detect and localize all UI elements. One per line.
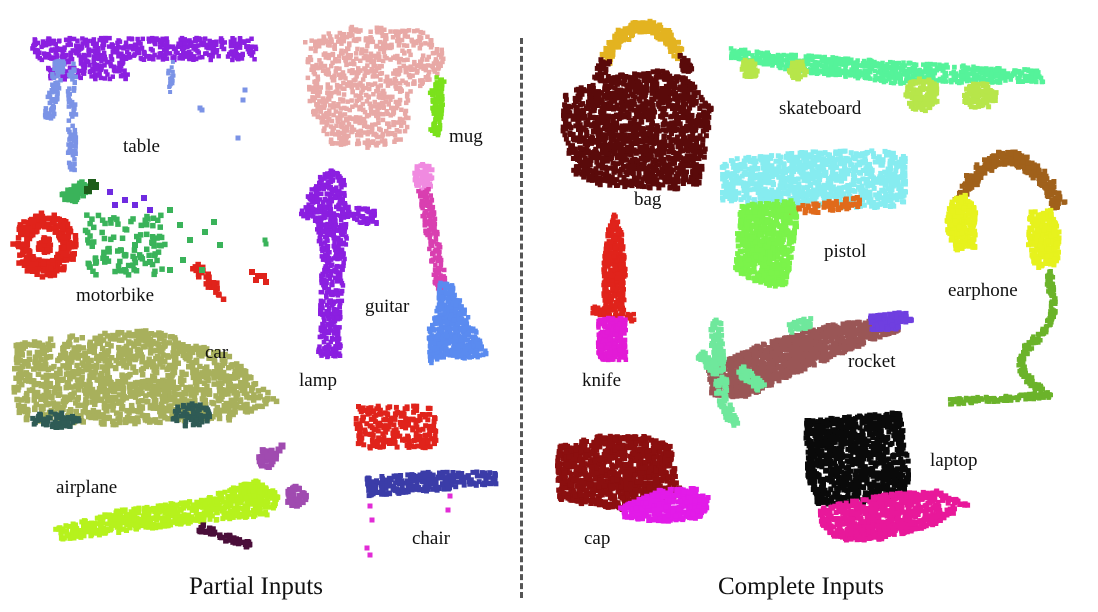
label-pistol: pistol (824, 241, 867, 262)
earphone-point-cloud (944, 149, 1068, 407)
chair-point-cloud (353, 403, 499, 558)
mug-point-cloud (303, 24, 447, 150)
guitar-point-cloud (412, 162, 489, 366)
label-cap: cap (584, 528, 611, 549)
label-motorbike: motorbike (76, 285, 155, 306)
table-point-cloud (30, 35, 259, 173)
car-point-cloud (11, 328, 280, 430)
laptop-point-cloud (803, 410, 971, 543)
label-table: table (123, 136, 160, 157)
point-cloud-layer (10, 18, 1068, 558)
label-mug: mug (449, 126, 483, 147)
label-knife: knife (582, 370, 622, 391)
skateboard-point-cloud (728, 46, 1046, 114)
label-car: car (205, 342, 229, 363)
bag-point-cloud (560, 18, 714, 192)
pistol-point-cloud (719, 148, 908, 289)
label-rocket: rocket (848, 351, 896, 372)
caption-complete-inputs: Complete Inputs (718, 573, 884, 600)
lamp-point-cloud (299, 168, 379, 360)
section-divider (520, 38, 523, 598)
label-laptop: laptop (930, 450, 978, 471)
label-earphone: earphone (948, 280, 1018, 301)
label-guitar: guitar (365, 296, 410, 317)
cap-point-cloud (555, 433, 711, 524)
rocket-point-cloud (695, 310, 914, 428)
knife-point-cloud (590, 212, 637, 363)
caption-partial-inputs: Partial Inputs (189, 573, 324, 600)
airplane-point-cloud (53, 442, 309, 550)
label-chair: chair (412, 528, 450, 549)
label-skateboard: skateboard (779, 98, 862, 119)
motorbike-point-cloud (10, 179, 269, 302)
label-bag: bag (634, 189, 662, 210)
label-airplane: airplane (56, 477, 118, 498)
label-lamp: lamp (299, 370, 337, 391)
